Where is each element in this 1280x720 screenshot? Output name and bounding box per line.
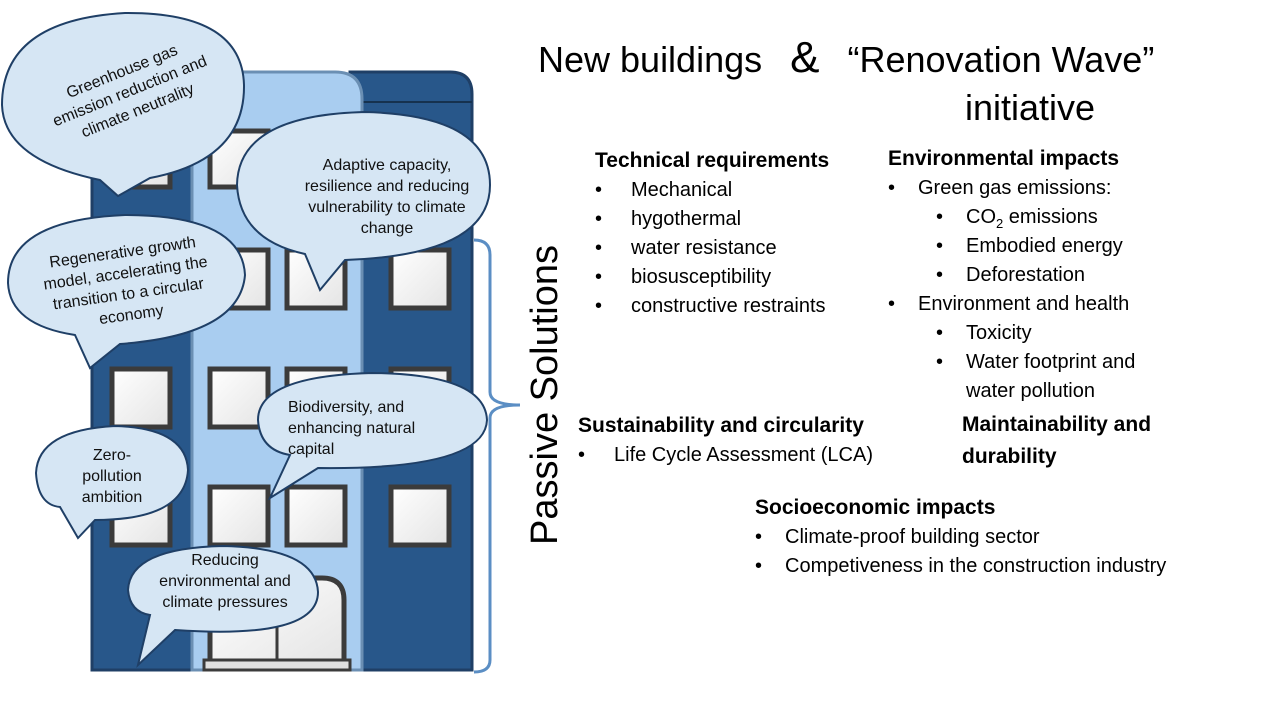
maintainability-heading-line1: Maintainability and <box>962 413 1152 436</box>
section-socioeconomic: Socioeconomic impacts Climate-proof buil… <box>755 493 1166 581</box>
window <box>388 247 452 311</box>
bubble-reducing-text: Reducing environmental and climate press… <box>159 552 291 611</box>
title-line2: initiative <box>965 87 1096 128</box>
technical-heading: Technical requirements <box>595 149 830 172</box>
list-item: Environment and health <box>888 290 1135 319</box>
section-environmental-impacts: Environmental impacts Green gas emission… <box>888 144 1135 406</box>
bubble-adaptive-shape <box>235 110 492 292</box>
list-item: hygothermal <box>595 205 829 234</box>
bubble-biodiversity-shape <box>256 371 489 501</box>
list-item: Deforestation <box>888 261 1135 290</box>
bubble-greenhouse-shape <box>0 11 246 198</box>
passive-solutions-bracket <box>473 238 521 674</box>
title-ampersand: & <box>790 33 820 82</box>
passive-solutions-label: Passive Solutions <box>524 245 566 545</box>
list-item: Competiveness in the construction indust… <box>755 552 1166 581</box>
bubble-zero-pollution-shape <box>34 424 190 540</box>
list-item: Embodied energy <box>888 232 1135 261</box>
list-item: Life Cycle Assessment (LCA) <box>578 441 873 470</box>
bubble-zero-pollution-text: Zero-pollution ambition <box>81 447 143 506</box>
bubble-biodiversity-text: Biodiversity, and enhancing natural capi… <box>288 399 416 458</box>
section-sustainability: Sustainability and circularity Life Cycl… <box>578 411 873 470</box>
title-renovation-wave: “Renovation Wave” <box>847 39 1155 80</box>
list-item: Climate-proof building sector <box>755 523 1166 552</box>
co2-subscript: 2 <box>996 216 1004 231</box>
socioeconomic-heading: Socioeconomic impacts <box>755 496 996 519</box>
title-new-buildings: New buildings <box>538 39 763 80</box>
list-item: constructive restraints <box>595 292 829 321</box>
environmental-heading: Environmental impacts <box>888 147 1120 170</box>
list-item: Toxicity <box>888 319 1135 348</box>
list-item: Water footprint and <box>888 348 1135 377</box>
maintainability-heading-line2: durability <box>962 445 1057 468</box>
list-item: biosusceptibility <box>595 263 829 292</box>
list-item: Green gas emissions: <box>888 174 1135 203</box>
window <box>109 366 173 430</box>
window <box>207 484 271 548</box>
title-line1: New buildings & “Renovation Wave” <box>538 36 1155 80</box>
list-item: Mechanical <box>595 176 829 205</box>
section-maintainability: Maintainability and durability <box>962 409 1151 473</box>
bubble-adaptive-text: Adaptive capacity, resilience and reduci… <box>304 157 470 237</box>
co2-prefix: CO <box>966 206 996 228</box>
water-line2: water pollution <box>966 380 1095 402</box>
window <box>388 484 452 548</box>
door-step <box>202 658 352 672</box>
sustainability-heading: Sustainability and circularity <box>578 414 864 437</box>
co2-suffix: emissions <box>1003 206 1098 228</box>
bubble-reducing-shape <box>126 544 320 669</box>
list-item: water resistance <box>595 234 829 263</box>
bubble-regenerative-shape <box>6 213 247 370</box>
section-technical-requirements: Technical requirements Mechanical hygoth… <box>595 146 829 321</box>
list-item-co2: CO2 emissions <box>888 203 1135 232</box>
window <box>284 484 348 548</box>
